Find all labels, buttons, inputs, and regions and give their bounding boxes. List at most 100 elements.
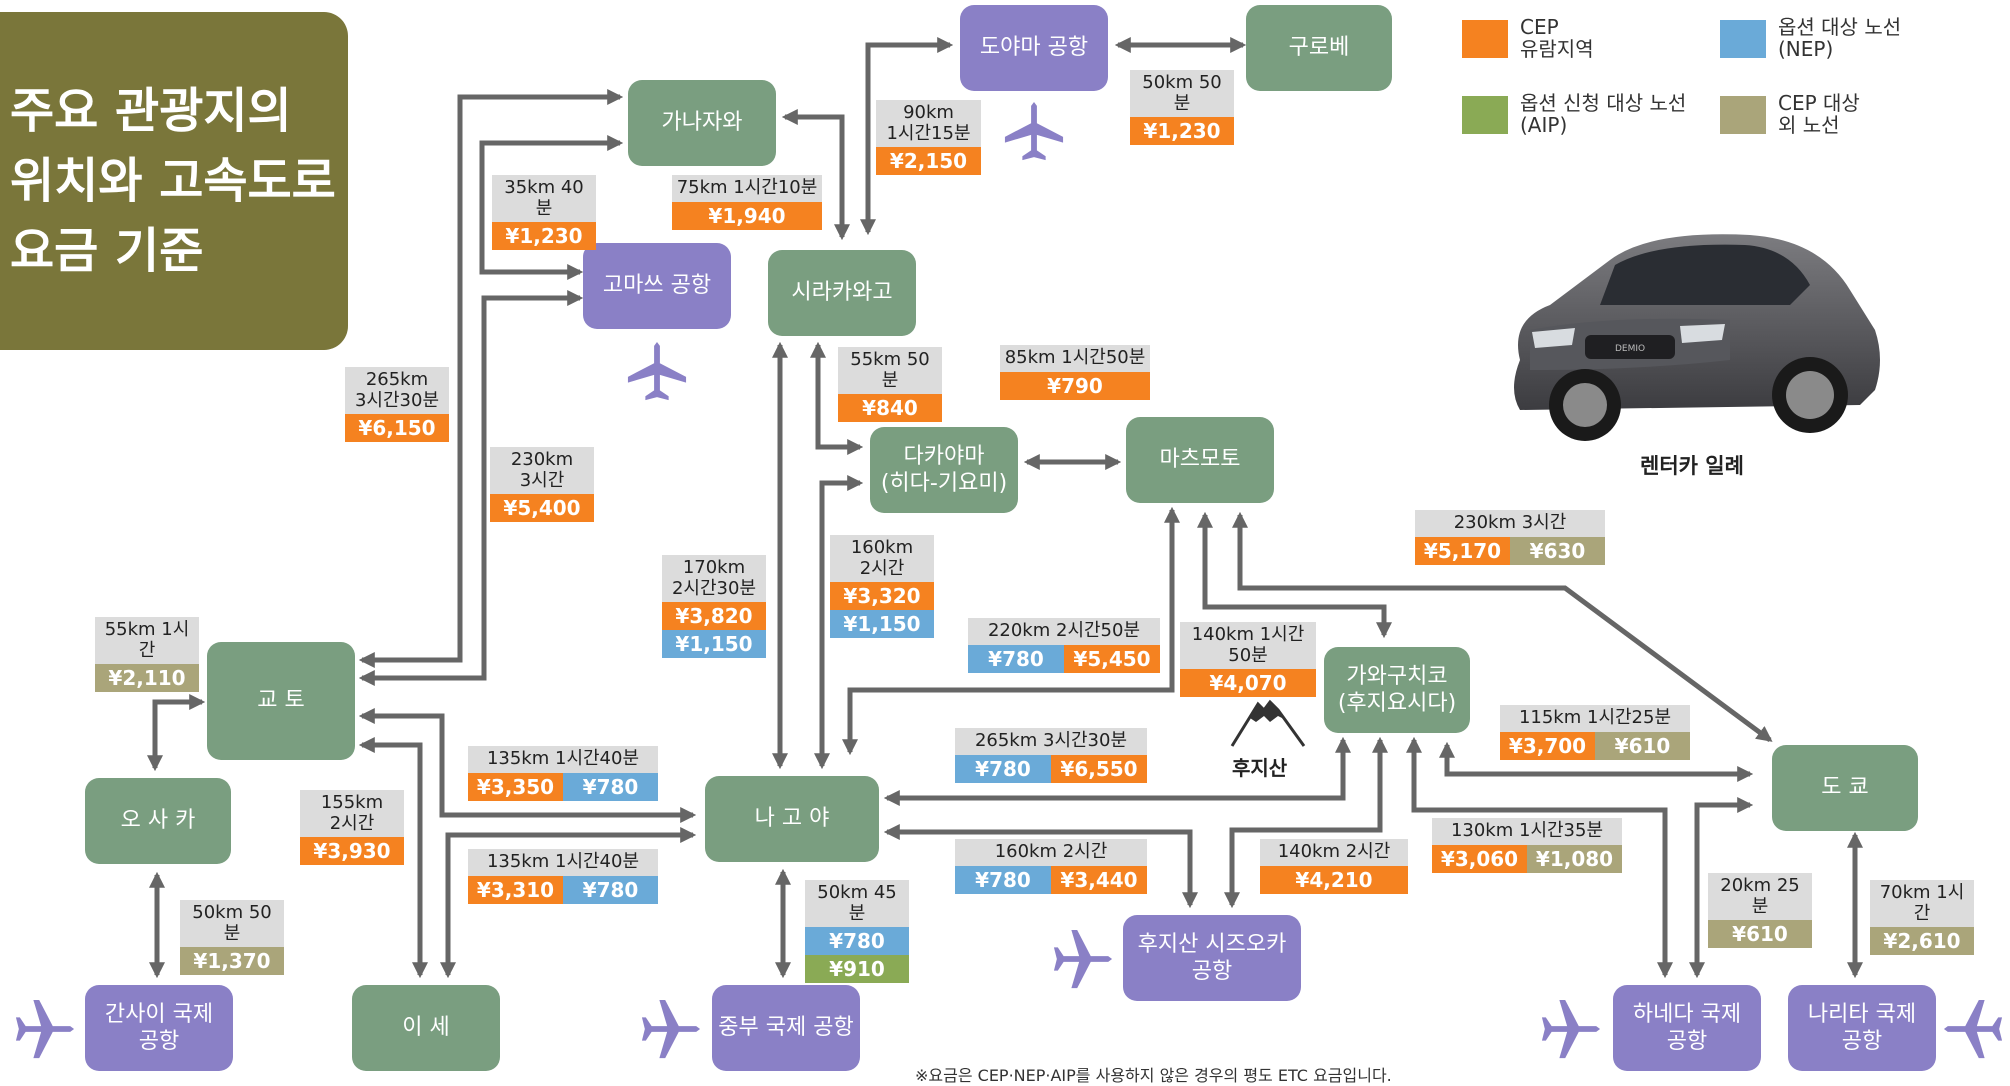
route-distance: 265km 3시간30분 (345, 367, 449, 415)
fare-cep: ¥5,170 (1415, 536, 1510, 565)
fare-aip: ¥910 (805, 955, 909, 984)
airplane-icon (640, 998, 702, 1060)
mount-fuji-label: 후지산 (1232, 756, 1288, 780)
legend-swatch-nep (1720, 20, 1766, 58)
fare-cep: ¥3,440 (1051, 865, 1147, 894)
car-badge: DEMIO (1615, 344, 1645, 354)
arrow-nagoya-fuji-airport (883, 823, 1199, 909)
route-info-nagoya-fuji-airport: 160km 2시간¥780¥3,440 (955, 839, 1147, 894)
node-kanazawa[interactable]: 가나자와 (628, 80, 776, 166)
node-nagoya[interactable]: 나 고 야 (705, 776, 879, 862)
route-distance: 55km 50분 (838, 347, 942, 395)
route-distance: 170km 2시간30분 (662, 555, 766, 603)
route-info-nagoya-ise: 135km 1시간40분¥3,310¥780 (468, 849, 658, 904)
node-chubu-airport[interactable]: 중부 국제 공항 (712, 985, 860, 1071)
node-haneda-airport[interactable]: 하네다 국제 공항 (1613, 985, 1761, 1071)
fare-cep: ¥4,070 (1180, 669, 1316, 698)
route-distance: 115km 1시간25분 (1500, 705, 1690, 732)
fare-nep: ¥780 (955, 865, 1051, 894)
title-line-3: 요금 기준 (10, 223, 204, 279)
route-distance: 50km 45분 (805, 880, 909, 928)
node-kyoto[interactable]: 교 토 (207, 642, 355, 760)
route-distance: 55km 1시간 (95, 617, 199, 665)
car-caption: 렌터카 일례 (1640, 454, 1744, 478)
arrow-nagoya-takayama (813, 474, 864, 770)
car-image: DEMIO (1514, 234, 1880, 441)
arrow-matsumoto-tokyo (1231, 511, 1773, 743)
node-fuji-shizuoka-airport[interactable]: 후지산 시즈오카 공항 (1123, 915, 1301, 1001)
fare-cep: ¥5,400 (490, 494, 594, 523)
route-distance: 230km 3시간 (490, 447, 594, 495)
route-distance: 265km 3시간30분 (955, 728, 1147, 755)
node-matsumoto[interactable]: 마츠모토 (1126, 417, 1274, 503)
arrow-kyoto-ise (358, 736, 429, 979)
route-distance: 135km 1시간40분 (468, 746, 658, 773)
arrow-shirakawago-takayama (809, 341, 864, 456)
node-kawaguchiko[interactable]: 가와구치코 (후지요시다) (1324, 647, 1470, 733)
node-kansai-airport[interactable]: 간사이 국제 공항 (85, 985, 233, 1071)
fare-cep: ¥4,210 (1260, 865, 1408, 894)
route-info-fuji-airport-tokyo: 130km 1시간35분¥3,060¥1,080 (1432, 818, 1622, 873)
route-info-kyoto-ise: 155km 2시간¥3,930 (300, 790, 404, 866)
arrow-nagoya-ise (439, 826, 697, 979)
route-info-nagoya-matsumoto: 220km 2시간50분¥780¥5,450 (968, 618, 1160, 673)
node-tokyo[interactable]: 도 쿄 (1772, 745, 1918, 831)
legend-label-aip: 옵션 신청 대상 노선 (AIP) (1520, 91, 1687, 137)
node-shirakawago[interactable]: 시라카와고 (768, 250, 916, 336)
fare-cep: ¥5,450 (1064, 644, 1160, 673)
node-ise[interactable]: 이 세 (352, 985, 500, 1071)
arrow-fuji-airport-tokyo (1405, 736, 1674, 979)
node-osaka[interactable]: 오 사 카 (85, 778, 231, 864)
route-info-tokyo-haneda: 20km 25분¥610 (1708, 873, 1812, 949)
route-info-nagoya-kawaguchiko: 265km 3시간30분¥780¥6,550 (955, 728, 1147, 783)
route-info-matsumoto-kawaguchiko: 140km 1시간50분¥4,070 (1180, 622, 1316, 698)
node-narita-airport[interactable]: 나리타 국제 공항 (1788, 985, 1936, 1071)
fare-nep: ¥780 (563, 875, 658, 904)
airplane-icon (1052, 928, 1114, 990)
airplane-icon (626, 340, 688, 402)
fare-nep: ¥780 (563, 772, 658, 801)
route-info-matsumoto-tokyo: 230km 3시간¥5,170¥630 (1415, 510, 1605, 565)
fare-cep: ¥3,320 (830, 582, 934, 611)
route-info-shirakawago-takayama: 55km 50분¥840 (838, 347, 942, 423)
fare-cep: ¥1,940 (672, 201, 822, 230)
arrow-tokyo-haneda (1688, 796, 1754, 979)
legend-swatch-aip (1462, 96, 1508, 134)
route-info-kyoto-nagoya: 135km 1시간40분¥3,350¥780 (468, 746, 658, 801)
fare-nep: ¥1,150 (830, 610, 934, 639)
route-info-osaka-kansai: 50km 50분¥1,370 (180, 900, 284, 976)
route-distance: 220km 2시간50분 (968, 618, 1160, 645)
fare-cep: ¥790 (1000, 371, 1150, 400)
fare-cep: ¥3,060 (1432, 844, 1527, 873)
node-toyama-airport[interactable]: 도야마 공항 (960, 5, 1108, 91)
fare-other: ¥1,080 (1527, 844, 1622, 873)
route-distance: 85km 1시간50분 (1000, 345, 1150, 372)
node-kurobe[interactable]: 구로베 (1246, 5, 1392, 91)
legend-swatch-other (1720, 96, 1766, 134)
legend-label-other: CEP 대상 외 노선 (1778, 91, 1860, 137)
route-info-nagoya-takayama: 160km 2시간¥3,320¥1,150 (830, 535, 934, 639)
fare-nep: ¥780 (805, 927, 909, 956)
route-info-takayama-matsumoto: 85km 1시간50분¥790 (1000, 345, 1150, 400)
fare-cep: ¥2,150 (876, 147, 981, 176)
route-info-kanazawa-komatsu: 35km 40분¥1,230 (492, 175, 596, 251)
fare-other: ¥2,610 (1870, 927, 1974, 956)
fare-cep: ¥3,820 (662, 602, 766, 631)
route-distance: 50km 50분 (1130, 70, 1234, 118)
node-takayama[interactable]: 다카야마 (히다-기요미) (870, 427, 1018, 513)
route-distance: 160km 2시간 (830, 535, 934, 583)
arrow-toyama-shirakawago (859, 36, 954, 236)
fare-other: ¥630 (1510, 536, 1605, 565)
route-info-toyama-shirakawago: 90km 1시간15분¥2,150 (876, 100, 981, 176)
node-komatsu-airport[interactable]: 고마쓰 공항 (583, 243, 731, 329)
route-distance: 20km 25분 (1708, 873, 1812, 921)
fare-cep: ¥6,150 (345, 414, 449, 443)
route-info-kanazawa-shirakawago: 75km 1시간10분¥1,940 (672, 175, 822, 230)
fare-cep: ¥3,930 (300, 837, 404, 866)
route-distance: 140km 2시간 (1260, 839, 1408, 866)
arrow-kanazawa-komatsu (479, 134, 624, 281)
route-distance: 70km 1시간 (1870, 880, 1974, 928)
arrow-kyoto-nagoya (358, 707, 697, 824)
arrow-matsumoto-kawaguchiko (1196, 511, 1393, 639)
